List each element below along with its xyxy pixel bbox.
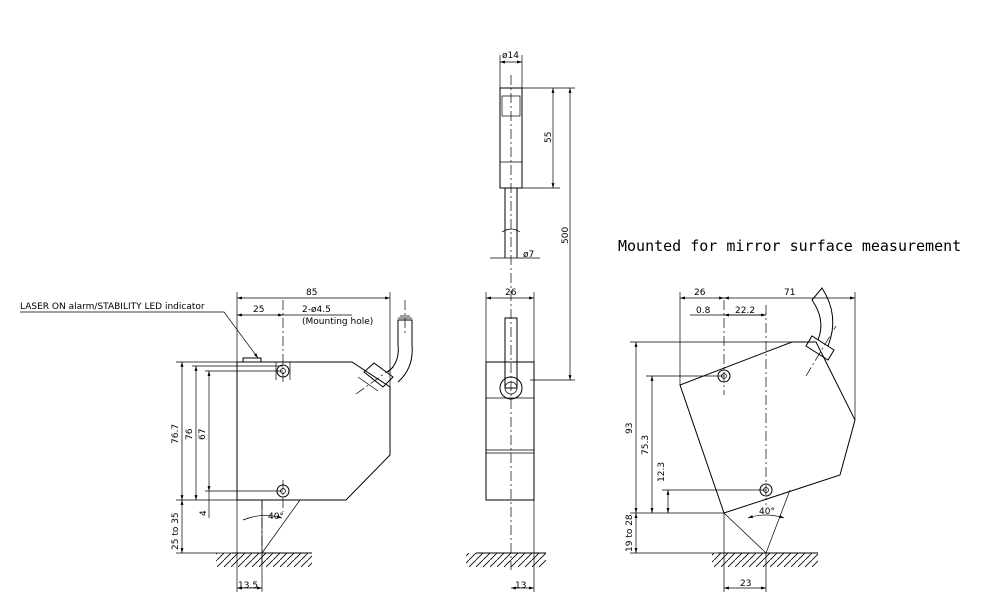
dim-dia-7: ø7 [523, 250, 534, 260]
dim-height-76-7: 76.7 [171, 424, 181, 444]
dim-height-76: 76 [185, 428, 195, 440]
led-indicator [242, 357, 262, 363]
dim-width-85: 85 [306, 288, 317, 298]
angle-40-right: 40° [759, 507, 775, 517]
dim-26-right: 26 [694, 288, 706, 298]
dim-71: 71 [784, 288, 795, 298]
dim-26-front: 26 [505, 288, 517, 298]
dim-93: 93 [625, 423, 635, 434]
left-side-view: LASER ON alarm/STABILITY LED indicator 8… [20, 288, 413, 592]
led-indicator-label: LASER ON alarm/STABILITY LED indicator [20, 302, 205, 312]
dim-13: 13 [515, 581, 526, 591]
dim-standoff-25-35: 25 to 35 [171, 512, 181, 550]
tilted-sensor-body [679, 341, 856, 514]
front-view: ø14 55 500 ø7 26 13 [466, 51, 575, 592]
cable [387, 319, 413, 383]
cable-gland [363, 362, 394, 388]
dim-500: 500 [561, 227, 571, 244]
drawing-title: Mounted for mirror surface measurement [618, 237, 961, 255]
dim-hole-diameter: 2-ø4.5 [302, 305, 331, 315]
dim-dia-14: ø14 [502, 51, 519, 61]
dim-75-3: 75.3 [641, 435, 651, 455]
sensor-body-outline [236, 361, 391, 501]
dim-0-8: 0.8 [696, 306, 711, 316]
dim-12-3: 12.3 [657, 462, 667, 482]
angle-40-left: 40° [268, 512, 284, 522]
mirror-mount-view: 26 71 0.8 22.2 93 75.3 12.3 19 to 28 40°… [625, 287, 856, 592]
dim-height-67: 67 [198, 429, 208, 440]
dim-22-2: 22.2 [735, 306, 755, 316]
dim-hole-pos-25: 25 [253, 305, 264, 315]
front-body [485, 361, 535, 501]
dim-23: 23 [740, 579, 751, 589]
dim-13-5: 13.5 [238, 581, 258, 591]
dim-standoff-19-28: 19 to 28 [625, 514, 635, 552]
dim-4: 4 [199, 510, 209, 516]
mounting-hole-note: (Mounting hole) [302, 317, 373, 327]
dim-55: 55 [544, 132, 554, 143]
